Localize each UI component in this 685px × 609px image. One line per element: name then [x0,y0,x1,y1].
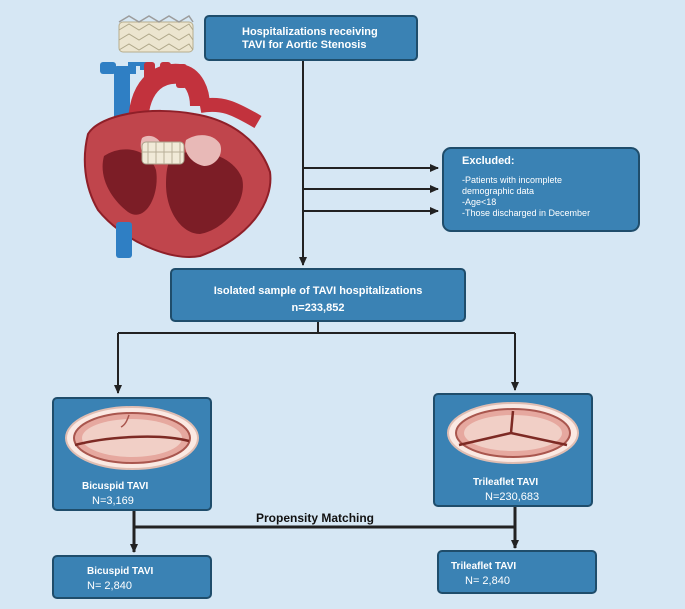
trileaflet-matched-title: Trileaflet TAVI [451,561,517,572]
bicuspid-matched-box: Bicuspid TAVI N= 2,840 [52,555,212,599]
propensity-matching-label: Propensity Matching [256,511,375,525]
hospitalizations-box: Hospitalizations receiving TAVI for Aort… [204,15,418,61]
trileaflet-matched-box: Trileaflet TAVI N= 2,840 [437,550,597,594]
bicuspid-box: Bicuspid TAVI N=3,169 [52,397,212,511]
bicuspid-matched-count: N= 2,840 [87,580,132,592]
stent-valve-icon [118,14,194,53]
trileaflet-count: N=230,683 [485,491,540,503]
trileaflet-box: Trileaflet TAVI N=230,683 [433,393,593,507]
isolated-sample-title: Isolated sample of TAVI hospitalizations [213,285,423,297]
heart-illustration-icon [83,62,272,258]
excluded-line-1: -Patients with incomplete [462,175,563,185]
trileaflet-valve-icon [447,402,579,464]
excluded-box: Excluded: -Patients with incomplete demo… [442,147,640,232]
excluded-line-3: -Age<18 [462,197,497,207]
isolated-sample-count: n=233,852 [291,302,345,314]
bicuspid-matched-title: Bicuspid TAVI [87,566,154,577]
hospitalizations-line-1: Hospitalizations receiving [242,26,378,38]
bicuspid-count: N=3,169 [92,495,134,507]
isolated-sample-box: Isolated sample of TAVI hospitalizations… [170,268,466,322]
excluded-line-4: -Those discharged in December [462,208,591,218]
bicuspid-valve-icon [65,406,199,470]
bicuspid-title: Bicuspid TAVI [82,481,149,492]
trileaflet-matched-count: N= 2,840 [465,575,510,587]
trileaflet-title: Trileaflet TAVI [473,477,539,488]
excluded-line-2: demographic data [462,186,535,196]
excluded-title: Excluded: [462,155,515,167]
hospitalizations-line-2: TAVI for Aortic Stenosis [242,39,367,51]
